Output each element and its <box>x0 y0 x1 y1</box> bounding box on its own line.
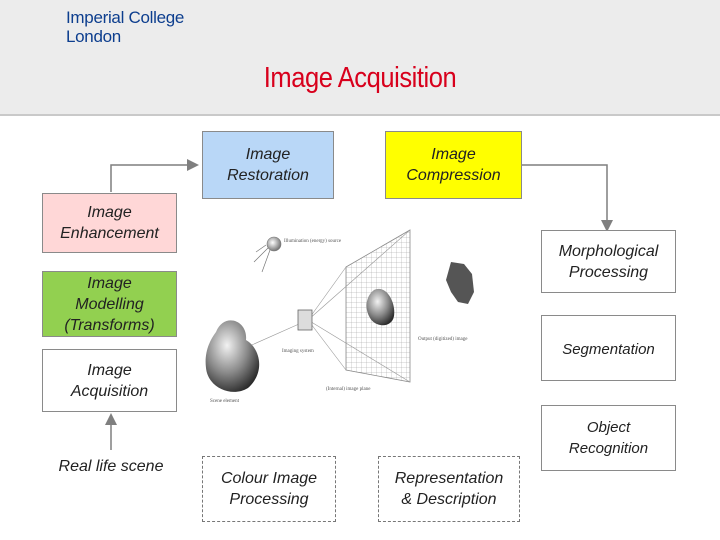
real-life-scene-label-box: Real life scene <box>42 452 180 480</box>
image-modelling-box: Image Modelling (Transforms) <box>42 271 177 337</box>
representation-description-box: Representation & Description <box>378 456 520 522</box>
scene-element-label: Scene element <box>210 399 240 404</box>
logo-line-1: Imperial College <box>66 8 185 27</box>
segmentation-label: Segmentation <box>562 341 655 358</box>
morphological-processing-label: Morphological Processing <box>558 242 659 281</box>
image-modelling-label: Image Modelling (Transforms) <box>64 274 155 334</box>
morphological-processing-box: Morphological Processing <box>541 230 676 293</box>
image-compression-box: Image Compression <box>385 131 522 199</box>
light-ray <box>261 249 271 273</box>
image-restoration-box: Image Restoration <box>202 131 334 199</box>
imperial-logo: Imperial College London <box>66 8 184 46</box>
representation-description-label: Representation & Description <box>394 470 504 508</box>
acquisition-illustration: Illumination (energy) source Output (dig… <box>205 229 474 404</box>
projection-line <box>307 319 411 383</box>
arrow-enhancement-to-restoration <box>110 159 199 192</box>
digitized-image-blob <box>446 262 474 304</box>
colour-image-processing-label: Colour Image Processing <box>220 470 318 508</box>
logo-line-2: London <box>66 27 121 46</box>
image-acquisition-label: Image Acquisition <box>70 361 149 400</box>
colour-image-processing-box: Colour Image Processing <box>202 456 336 522</box>
projection-line <box>307 229 411 321</box>
light-ray <box>253 247 269 263</box>
illumination-source-icon <box>266 236 282 252</box>
segmentation-box: Segmentation <box>541 315 676 381</box>
image-acquisition-box: Image Acquisition <box>42 349 177 412</box>
object-recognition-box: Object Recognition <box>541 405 676 471</box>
image-compression-label: Image Compression <box>406 146 501 184</box>
projection-line <box>307 319 347 371</box>
internal-plane-blob <box>366 288 395 326</box>
real-life-scene-label: Real life scene <box>58 457 164 475</box>
page-title: Image Acquisition <box>263 62 457 94</box>
illumination-label: Illumination (energy) source <box>284 239 342 244</box>
image-enhancement-box: Image Enhancement <box>42 193 177 253</box>
image-enhancement-label: Image Enhancement <box>60 204 159 242</box>
object-recognition-label: Object Recognition <box>568 419 649 457</box>
header-bar: Imperial College London Image Acquisitio… <box>0 0 720 116</box>
light-ray <box>255 244 267 253</box>
imaging-system-label: Imaging system <box>282 349 314 354</box>
imaging-system-icon <box>297 309 313 331</box>
scene-element-blob <box>205 320 260 392</box>
projection-line <box>307 266 347 321</box>
output-image-label: Output (digitized) image <box>418 337 468 342</box>
internal-plane-label: (Internal) image plane <box>326 387 371 392</box>
arrow-compression-to-morphological <box>522 164 613 232</box>
image-restoration-label: Image Restoration <box>227 146 309 184</box>
